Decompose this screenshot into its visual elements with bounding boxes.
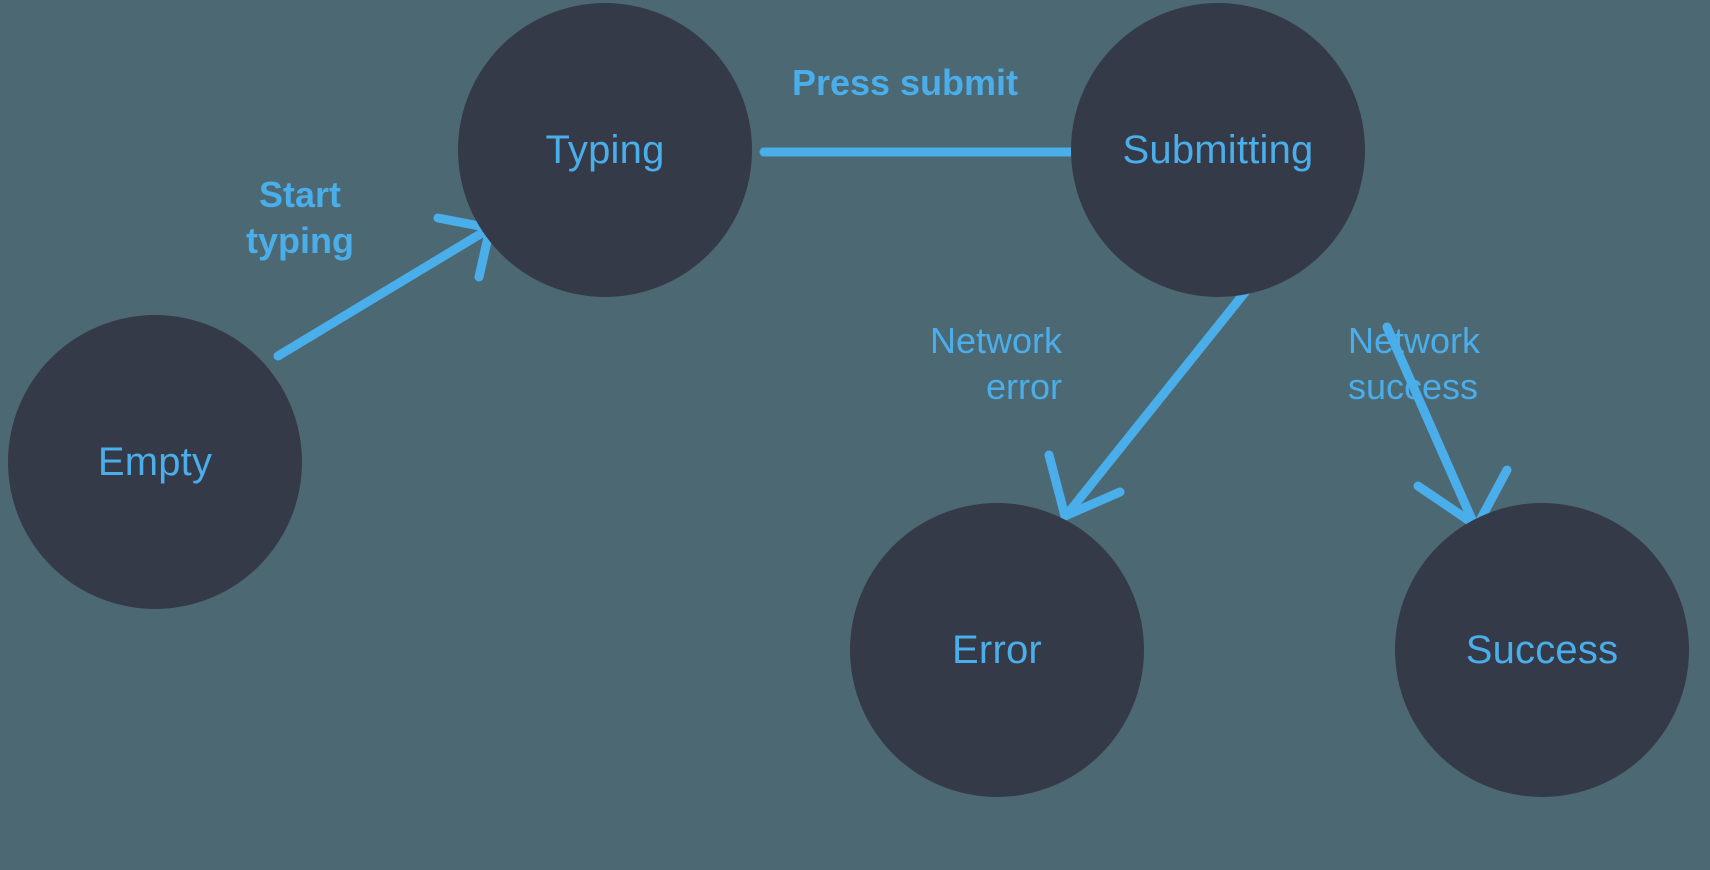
state-node-typing-label: Typing bbox=[545, 128, 665, 172]
state-node-submitting[interactable]: Submitting bbox=[1071, 3, 1365, 297]
state-node-submitting-label: Submitting bbox=[1122, 128, 1314, 172]
edge-label-start-typing: Start typing bbox=[246, 174, 354, 262]
edge-line-start-typing bbox=[273, 225, 492, 361]
state-node-empty[interactable]: Empty bbox=[8, 315, 302, 609]
edge-label-network-success: Network success bbox=[1348, 320, 1481, 408]
edge-label-press-submit: Press submit bbox=[791, 62, 1019, 103]
state-node-success-label: Success bbox=[1465, 628, 1619, 672]
edge-line-network-success bbox=[1382, 322, 1478, 527]
edge-line-network-error bbox=[1064, 286, 1251, 517]
arrowhead-icon bbox=[1044, 450, 1125, 521]
state-node-typing[interactable]: Typing bbox=[458, 3, 752, 297]
edge-network-error bbox=[1044, 286, 1251, 521]
state-node-error[interactable]: Error bbox=[850, 503, 1144, 797]
state-node-success[interactable]: Success bbox=[1395, 503, 1689, 797]
state-node-empty-label: Empty bbox=[97, 440, 213, 484]
state-node-error-label: Error bbox=[952, 628, 1042, 672]
edge-label-network-error: Network error bbox=[929, 320, 1062, 408]
